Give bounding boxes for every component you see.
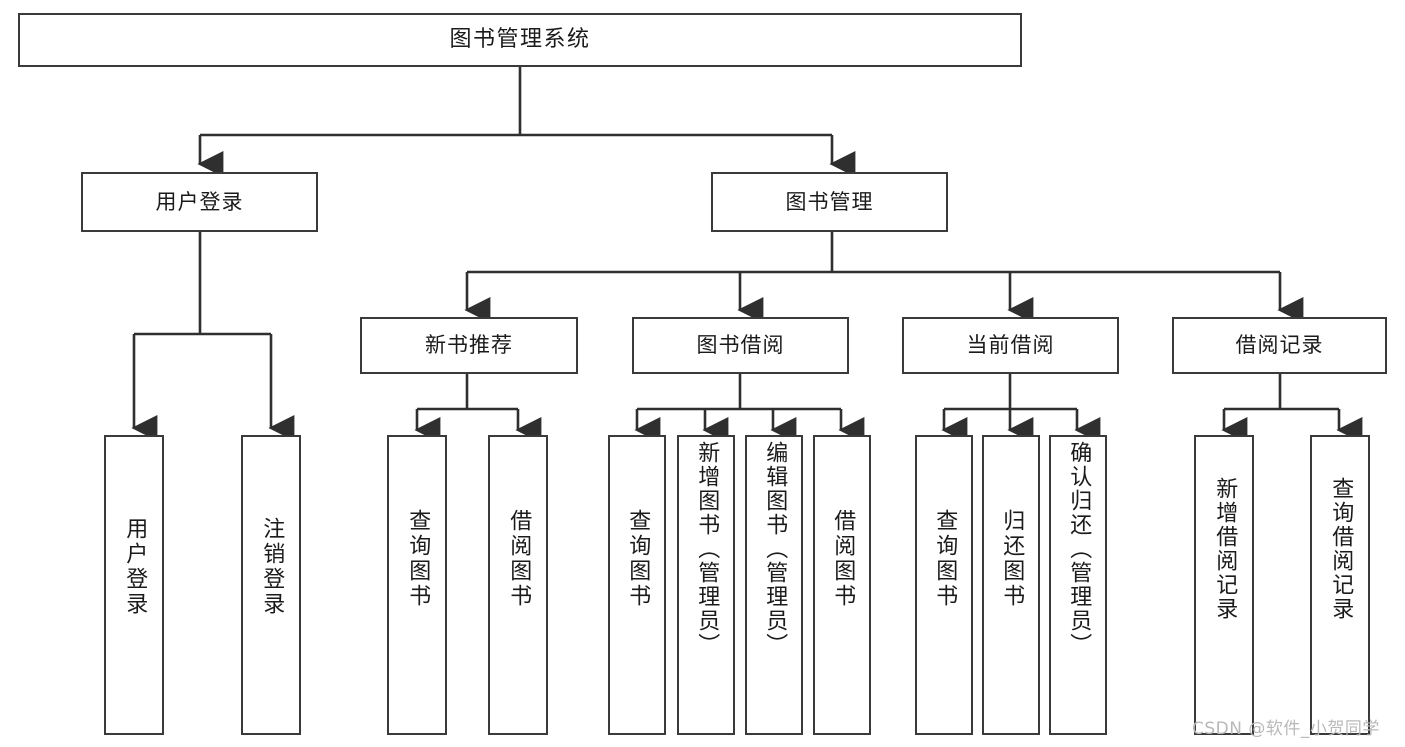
node-user-login[interactable]: 用户登录 — [81, 172, 318, 232]
leaf-query-book-borrow[interactable]: 查询图书 — [608, 435, 666, 735]
node-current-borrow[interactable]: 当前借阅 — [902, 317, 1119, 374]
node-root-system[interactable]: 图书管理系统 — [18, 13, 1022, 67]
node-label: 借阅图书 — [506, 509, 532, 609]
node-label: 新书推荐 — [425, 333, 513, 358]
node-label: 新增图书（管理员） — [694, 441, 720, 657]
node-label: 查询图书 — [625, 509, 651, 609]
node-label: 归还图书 — [999, 509, 1025, 609]
leaf-borrow-book[interactable]: 借阅图书 — [813, 435, 871, 735]
leaf-confirm-return-admin[interactable]: 确认归还（管理员） — [1049, 435, 1107, 735]
node-label: 用户登录 — [122, 517, 148, 617]
leaf-add-book-admin[interactable]: 新增图书（管理员） — [677, 435, 735, 735]
leaf-borrow-book-recommend[interactable]: 借阅图书 — [488, 435, 548, 735]
node-label: 图书管理 — [785, 189, 874, 214]
node-label: 图书管理系统 — [449, 27, 591, 53]
node-label: 编辑图书（管理员） — [762, 441, 788, 657]
node-label: 查询图书 — [932, 509, 958, 609]
leaf-query-borrow-record[interactable]: 查询借阅记录 — [1310, 435, 1370, 735]
node-label: 查询图书 — [405, 509, 431, 609]
node-new-book-recommend[interactable]: 新书推荐 — [360, 317, 578, 374]
leaf-logout-login[interactable]: 注销登录 — [241, 435, 301, 735]
node-label: 借阅记录 — [1235, 333, 1324, 358]
leaf-edit-book-admin[interactable]: 编辑图书（管理员） — [745, 435, 803, 735]
node-label: 注销登录 — [259, 517, 285, 617]
leaf-query-book-recommend[interactable]: 查询图书 — [387, 435, 447, 735]
node-label: 借阅图书 — [830, 509, 856, 609]
node-label: 确认归还（管理员） — [1066, 441, 1092, 657]
node-label: 新增借阅记录 — [1212, 477, 1238, 621]
node-label: 查询借阅记录 — [1328, 477, 1354, 621]
node-label: 图书借阅 — [696, 333, 785, 358]
node-label: 用户登录 — [155, 189, 244, 214]
csdn-watermark: CSDN @软件_小贺同学 — [1192, 719, 1380, 739]
leaf-return-book[interactable]: 归还图书 — [982, 435, 1040, 735]
leaf-user-login[interactable]: 用户登录 — [104, 435, 164, 735]
node-borrow-record[interactable]: 借阅记录 — [1172, 317, 1387, 374]
node-book-management[interactable]: 图书管理 — [711, 172, 948, 232]
node-book-borrow[interactable]: 图书借阅 — [632, 317, 849, 374]
node-label: 当前借阅 — [966, 333, 1055, 358]
leaf-query-book-current[interactable]: 查询图书 — [915, 435, 973, 735]
leaf-add-borrow-record[interactable]: 新增借阅记录 — [1194, 435, 1254, 735]
